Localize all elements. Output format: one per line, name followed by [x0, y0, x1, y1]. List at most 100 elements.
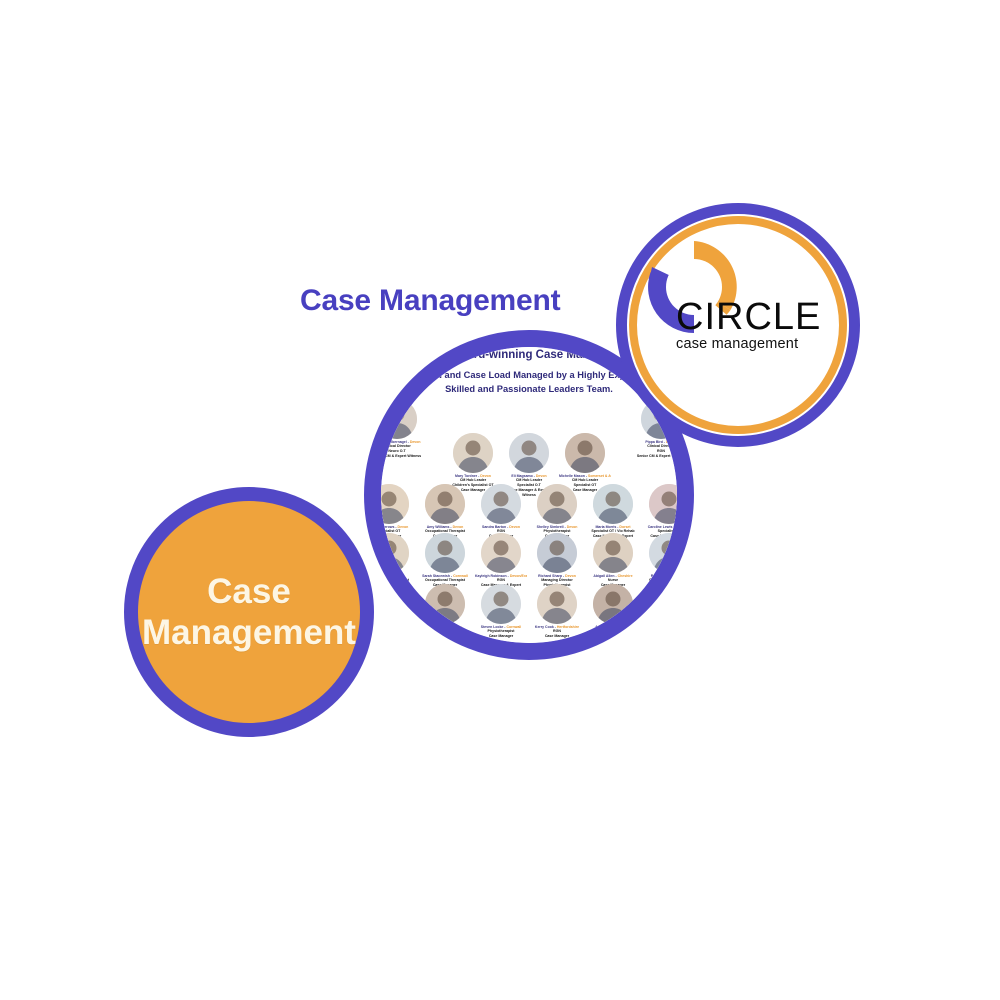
team-member-role: Case Manager — [432, 634, 458, 639]
team-member-role: Case Manager — [600, 634, 626, 639]
team-member-region: Devon/Exeter — [509, 574, 527, 578]
team-member-role: Specialist OT — [573, 483, 597, 488]
team-member-role: RGN — [657, 449, 665, 454]
team-member-roles: Occupational TherapistCase Manager — [381, 578, 415, 588]
case-management-badge-label: Case Management — [136, 571, 362, 654]
circle-logo: CIRCLE case management — [616, 203, 860, 447]
avatar — [425, 484, 465, 524]
logo-word-circle: CIRCLE — [676, 296, 822, 338]
team-member-role: Senior CM & Expert Witness — [381, 454, 422, 459]
team-member-role: Case Manager — [488, 634, 514, 639]
avatar — [425, 533, 465, 573]
team-member-role: Clinical Director — [383, 444, 411, 449]
avatar — [481, 484, 521, 524]
team-member-region: Hertfordshire — [556, 625, 580, 629]
team-member-role: Occupational Therapist — [425, 529, 465, 534]
team-member-name: Maria Morris - Dorset — [595, 525, 631, 529]
team-member-name: Rachel Taylor - Devon — [643, 574, 677, 578]
avatar — [381, 533, 409, 573]
team-member-region: Somerset & Avon — [587, 474, 611, 478]
team-member-name: Amy Williams - Devon — [426, 525, 464, 529]
team-circle-inner: Multi-award-winning Case Management Supe… — [381, 347, 677, 643]
team-member-role: Children's Specialist OT — [452, 483, 494, 488]
avatar — [649, 484, 677, 524]
team-member-roles: Occupational TherapistCase Manager — [643, 578, 677, 588]
avatar — [537, 533, 577, 573]
poster-heading: Multi-award-winning Case Management — [421, 349, 637, 361]
team-member-role: Occupational Therapist — [381, 578, 409, 583]
team-member-region: Devon — [409, 440, 421, 444]
case-management-badge: Case Management — [124, 487, 374, 737]
avatar — [481, 584, 521, 624]
team-member-name: Sarah Stacewish - Cornwall — [422, 574, 468, 578]
team-member-role: RGN — [497, 529, 505, 534]
avatar — [453, 433, 493, 473]
team-member-name: Helen Burrows - Devon — [381, 525, 409, 529]
team-member-name: Kayleigh Robinson - Devon/Exeter — [475, 574, 527, 578]
team-member-name: Eli Magsamo - Devon — [511, 474, 547, 478]
team-member-role: RGN — [497, 578, 505, 583]
team-member-role: Specialist OT / Vio Rehab — [591, 529, 635, 534]
badge-line-2: Management — [142, 613, 356, 652]
team-member-role: Physiotherapist — [487, 629, 515, 634]
avatar — [593, 484, 633, 524]
team-member-role: CM Hub Leader — [459, 478, 487, 483]
avatar — [425, 584, 465, 624]
badge-line-1: Case — [207, 571, 291, 611]
team-member-region: Cornwall — [453, 574, 468, 578]
team-member-region: Devon — [535, 474, 547, 478]
team-member-region: Devon — [620, 625, 631, 629]
team-member-region: Dorset — [619, 525, 631, 529]
team-member-region: Devon — [509, 525, 520, 529]
team-member-role: Case Manager — [460, 488, 486, 493]
team-member-region: Devon — [451, 625, 462, 629]
avatar — [593, 533, 633, 573]
team-member-role: Case Manager & Expert Witness — [508, 488, 550, 497]
team-member-region: Devon — [452, 525, 464, 529]
poster-subheading: Supervised and Case Load Managed by a Hi… — [391, 370, 667, 394]
team-member-role: RGN — [553, 629, 561, 634]
page-title: Case Management — [300, 284, 561, 317]
team-member-region: Devon — [565, 574, 576, 578]
team-member-role: Clinical Director — [647, 444, 675, 449]
team-member-region: Devon — [665, 440, 677, 444]
team-member: Sandra Barton - DevonRGNCase Manager — [475, 484, 527, 544]
team-poster: Multi-award-winning Case Management Supe… — [381, 347, 677, 643]
team-member-role: Case Manager — [572, 488, 598, 493]
team-member: Abigail Allen - CheshireNurseCase Manage… — [587, 533, 639, 593]
team-member-name: Yvonne Sylbernagel - Devon — [381, 440, 421, 444]
team-member: Shelley Simbrell - DevonPhysiotherapistC… — [531, 484, 583, 544]
avatar — [565, 433, 605, 473]
avatar — [481, 533, 521, 573]
avatar — [509, 433, 549, 473]
team-member-region: Wiltshire — [676, 525, 677, 529]
team-member-role: CM Hub Leader — [571, 478, 599, 483]
team-member-region: Devon — [397, 525, 409, 529]
team-member-name: Michelle Mason - Somerset & Avon — [559, 474, 611, 478]
team-member-name: Steven Locke - Cornwall — [480, 625, 522, 629]
team-member-region: Cornwall — [506, 625, 522, 629]
team-member-region: Devon — [393, 574, 405, 578]
team-member: Michelle Mason - Somerset & AvonCM Hub L… — [559, 433, 611, 498]
logo-inner-ring — [629, 216, 847, 434]
team-member-name: Abigail Allen - Cheshire — [593, 574, 633, 578]
team-member-role: Senior CM & Expert Witness — [636, 454, 677, 459]
